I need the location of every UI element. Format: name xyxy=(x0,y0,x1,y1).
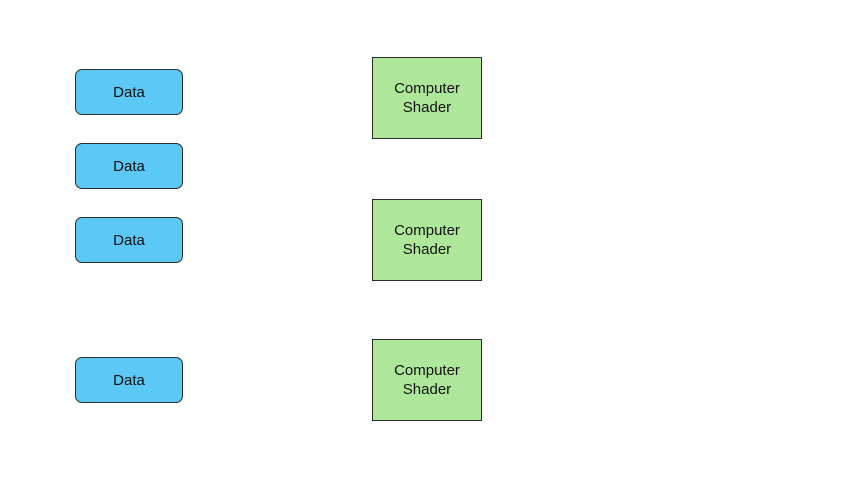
data-node: Data xyxy=(75,357,183,403)
data-node: Data xyxy=(75,143,183,189)
compute-shader-label: Computer Shader xyxy=(394,222,460,258)
compute-shader-node: Computer Shader xyxy=(372,339,482,421)
data-node: Data xyxy=(75,217,183,263)
compute-shader-node: Computer Shader xyxy=(372,199,482,281)
data-node: Data xyxy=(75,69,183,115)
compute-shader-node: Computer Shader xyxy=(372,57,482,139)
data-node-label: Data xyxy=(113,231,145,249)
data-node-label: Data xyxy=(113,83,145,101)
compute-shader-label: Computer Shader xyxy=(394,80,460,116)
compute-shader-label: Computer Shader xyxy=(394,362,460,398)
data-node-label: Data xyxy=(113,371,145,389)
data-node-label: Data xyxy=(113,157,145,175)
